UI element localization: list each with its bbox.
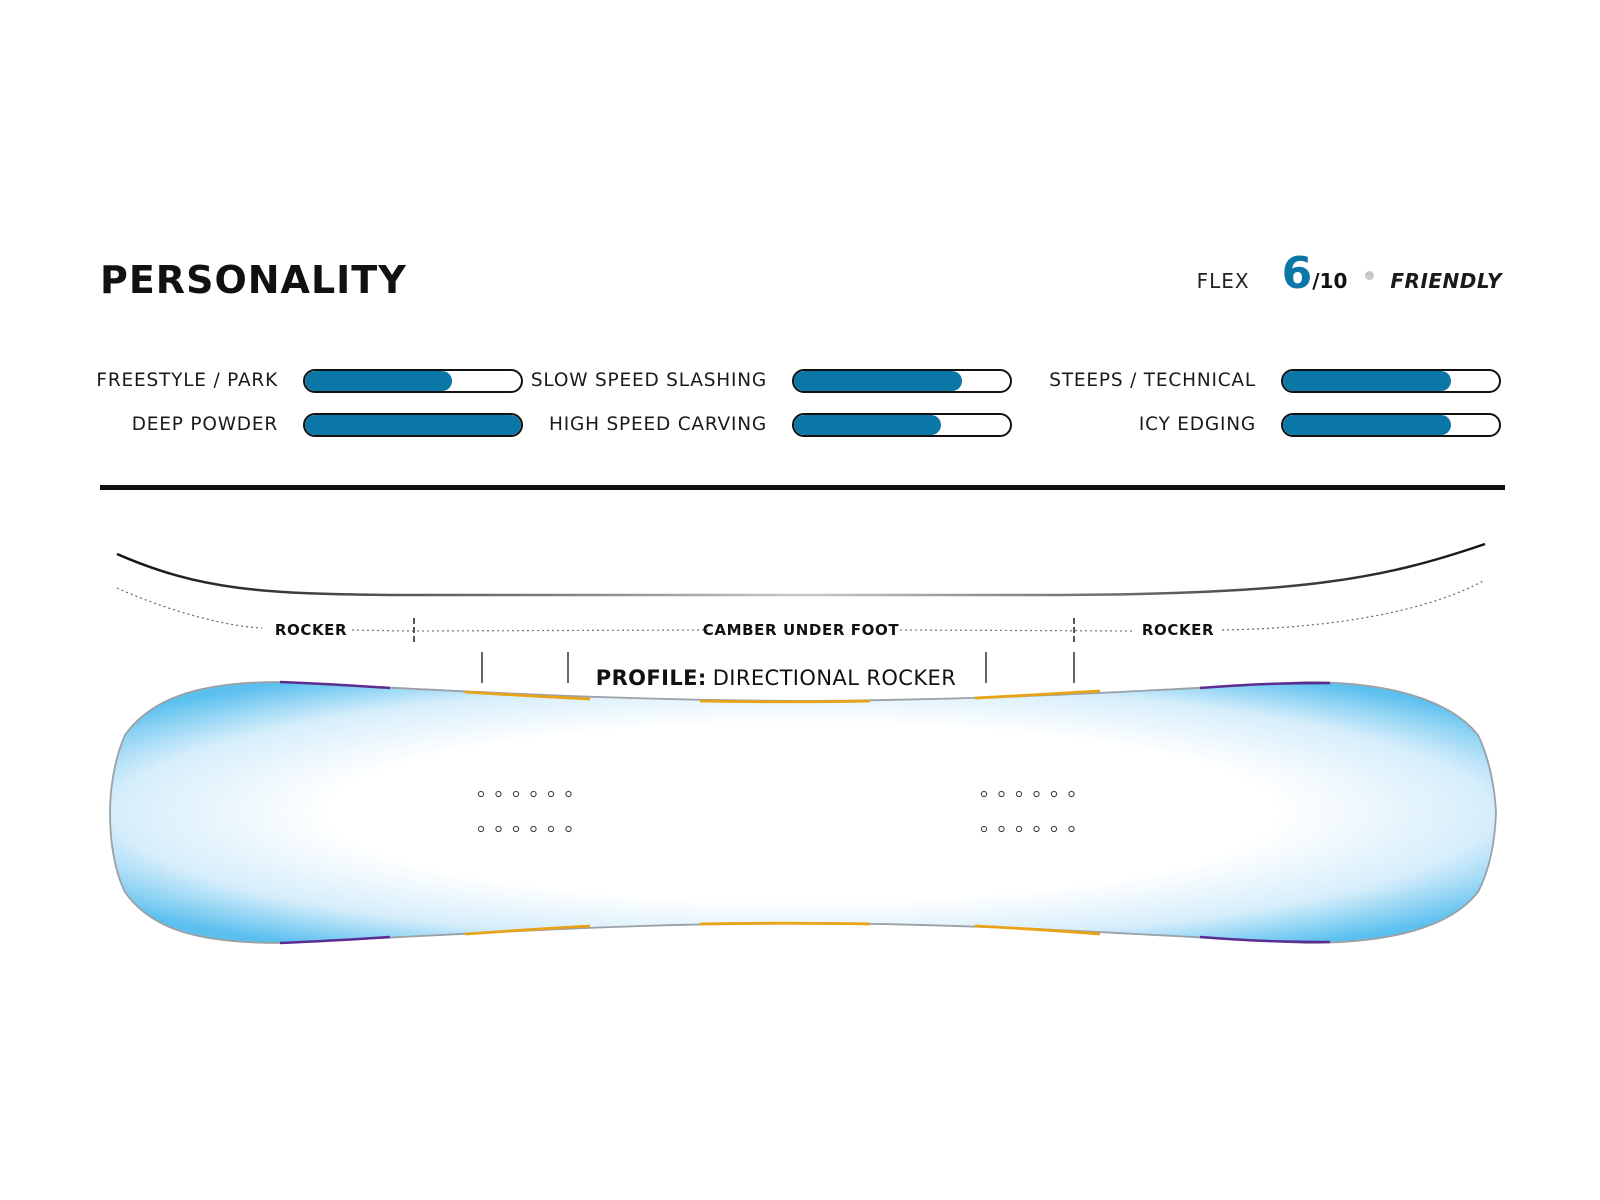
trait-steeps-technical: STEEPS / TECHNICAL <box>1034 368 1561 394</box>
insert-hole <box>1033 790 1040 798</box>
trait-high-speed-carving: HIGH SPEED CARVING <box>545 412 1072 438</box>
insert-hole <box>530 790 537 798</box>
insert-hole <box>1033 825 1040 833</box>
insert-hole <box>512 825 520 833</box>
rocker-accent <box>279 935 391 945</box>
trait-label: STEEPS / TECHNICAL <box>1049 370 1256 391</box>
zone-label-rocker-left: ROCKER <box>275 621 347 639</box>
insert-hole <box>547 825 555 833</box>
insert-hole <box>477 825 485 833</box>
insert-hole <box>980 790 988 798</box>
trait-deep-powder: DEEP POWDER <box>56 412 583 438</box>
profile-curve <box>116 542 1486 597</box>
rocker-accent <box>279 680 391 690</box>
profile-label-bold: PROFILE: <box>596 666 707 690</box>
trait-bar-fill <box>1283 371 1452 391</box>
trait-bar-fill <box>1283 415 1452 435</box>
trait-bar-fill <box>305 415 521 435</box>
camber-accent <box>464 690 591 701</box>
trait-bar-fill <box>794 415 941 435</box>
profile-label: PROFILE:DIRECTIONAL ROCKER <box>596 666 956 690</box>
trait-bar <box>792 413 1012 437</box>
profile-baseline <box>116 587 263 629</box>
profile-baseline-mid <box>351 629 709 632</box>
camber-accent <box>974 689 1101 700</box>
insert-hole <box>495 825 502 833</box>
camber-accent <box>699 699 871 704</box>
trait-slow-speed-slashing: SLOW SPEED SLASHING <box>531 368 1072 394</box>
rocker-accent <box>1199 681 1331 690</box>
flex-max: /10 <box>1312 269 1348 293</box>
flex-separator-dot <box>1365 271 1375 280</box>
insert-hole <box>1068 825 1075 833</box>
zone-label-camber: CAMBER UNDER FOOT <box>703 621 900 639</box>
insert-hole <box>980 825 988 833</box>
insert-hole <box>530 825 537 833</box>
insert-hole <box>565 790 572 798</box>
trait-label: DEEP POWDER <box>131 414 278 435</box>
camber-accent <box>974 924 1101 936</box>
insert-hole <box>495 790 502 798</box>
rocker-accent <box>1199 935 1331 944</box>
insert-hole <box>998 825 1005 833</box>
flex-rating: FLEX 6 /10 FRIENDLY <box>1197 252 1502 304</box>
trait-bar <box>792 369 1012 393</box>
trait-label: FREESTYLE / PARK <box>96 370 278 391</box>
profile-baseline-mid-2 <box>899 629 1136 632</box>
insert-hole <box>565 825 572 833</box>
insert-hole <box>1068 790 1075 798</box>
personality-title: PERSONALITY <box>100 258 407 302</box>
trait-label: ICY EDGING <box>1138 414 1256 435</box>
insert-hole <box>1050 825 1058 833</box>
trait-bar-fill <box>794 371 963 391</box>
flex-label: FLEX <box>1196 269 1250 293</box>
insert-hole <box>512 790 520 798</box>
camber-accent <box>464 924 591 936</box>
insert-hole <box>547 790 555 798</box>
insert-hole <box>998 790 1005 798</box>
board-shape <box>109 681 1497 944</box>
trait-bar <box>303 369 523 393</box>
section-divider <box>100 485 1505 490</box>
trait-bar <box>1281 369 1501 393</box>
trait-label: HIGH SPEED CARVING <box>549 414 767 435</box>
zone-label-rocker-right: ROCKER <box>1142 621 1214 639</box>
flex-description: FRIENDLY <box>1390 269 1502 293</box>
insert-pattern <box>477 790 1075 833</box>
insert-hole <box>1050 790 1058 798</box>
flex-value: 6 <box>1281 248 1313 299</box>
insert-hole <box>1015 825 1023 833</box>
trait-bar-fill <box>305 371 452 391</box>
trait-icy-edging: ICY EDGING <box>1034 412 1561 438</box>
camber-accent <box>699 921 871 926</box>
profile-label-value: DIRECTIONAL ROCKER <box>713 666 957 690</box>
profile-baseline-right <box>1221 579 1486 631</box>
insert-hole <box>477 790 485 798</box>
trait-freestyle-park: FREESTYLE / PARK <box>56 368 583 394</box>
trait-label: SLOW SPEED SLASHING <box>530 370 767 391</box>
trait-bar <box>303 413 523 437</box>
insert-hole <box>1015 790 1023 798</box>
trait-bar <box>1281 413 1501 437</box>
